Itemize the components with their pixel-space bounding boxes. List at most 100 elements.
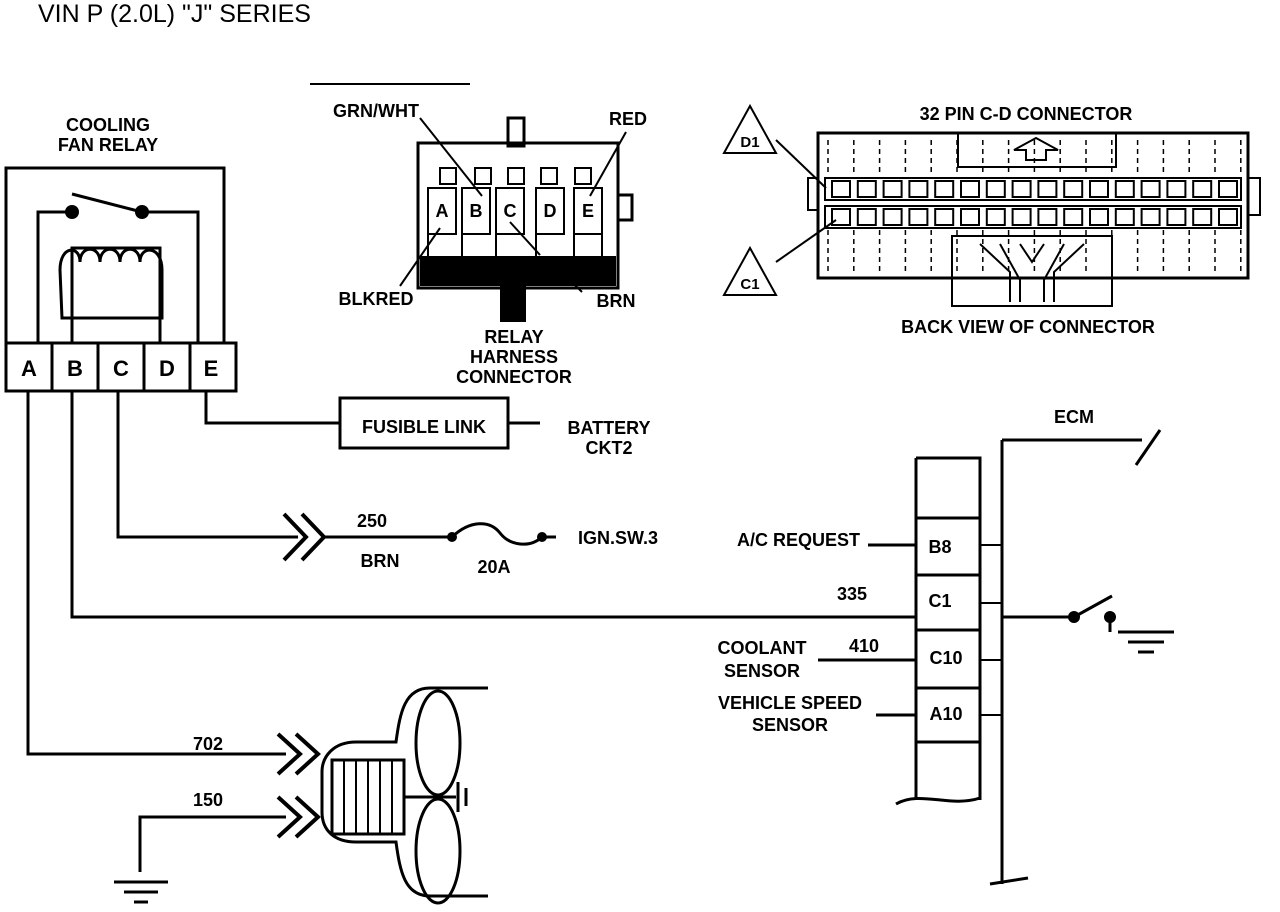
inline-connector-icon [276,732,321,776]
circuit-702: 702 [193,734,223,754]
connector-pin-cell [1140,208,1161,226]
connector-pin-cell [1140,180,1161,198]
connector-pin-cell [908,180,929,198]
diagram-title: VIN P (2.0L) "J" SERIES [38,0,311,28]
fusible-link-circuit: FUSIBLE LINK BATTERY CKT2 [204,391,651,458]
circuit-410: 410 [849,636,879,656]
connector-pin-cell [1089,208,1109,226]
ecm-label: ECM [1054,407,1094,427]
connector-pin-cell [1192,208,1213,226]
connector-pin-cell [985,180,1006,198]
relay-harness-connector: A B C D E GRN/WHT RED BLKRED BRN RELAY H… [310,83,647,387]
ecm-pin-a10: A10 [929,704,962,724]
ground-icon [1118,630,1174,654]
relay-coil-icon [58,247,164,320]
connector-pin-cell [1218,208,1238,226]
circuit-335: 335 [837,584,867,604]
connector-pin-cell [1192,180,1213,198]
signal-coolant-line2: SENSOR [724,661,800,681]
wire-150 [138,815,286,872]
harness-pin-b: B [470,201,483,221]
connector-pin-cell [882,180,903,198]
inline-connector-icon [276,795,321,839]
relay-contact-icon [65,205,79,219]
battery-label-line1: BATTERY [568,418,651,438]
connector-pin-cell [1037,180,1058,198]
connector-pin-cell [1166,180,1187,198]
arrow-up-icon [1013,136,1059,161]
connector-pin-cell [1114,208,1135,226]
ground-icon [114,880,168,904]
connector-pin-cell [856,208,877,226]
cd-connector-title: 32 PIN C-D CONNECTOR [920,104,1133,124]
wire-label-red: RED [609,109,647,129]
connector-pin-cell [1218,180,1238,198]
connector-pin-cell [1037,208,1058,226]
circuit-250-color: BRN [361,551,400,571]
marker-d1: D1 [740,134,759,151]
connector-pin-cell [960,180,980,198]
connector-pin-cell [1166,208,1187,226]
cooling-fan-motor: 702 150 [26,391,488,905]
connector-pin-cell [1011,180,1032,198]
fusible-link-label: FUSIBLE LINK [362,417,486,437]
harness-pin-d: D [544,201,557,221]
fan-blade-icon [414,689,462,797]
ignition-circuit: 250 BRN 20A IGN.SW.3 [116,391,658,577]
connector-pin-cell [856,180,877,198]
circuit-150: 150 [193,790,223,810]
wire-label-brn: BRN [597,291,636,311]
connector-pin-cell [831,180,851,198]
connector-pin-cell [934,208,955,226]
connector-pin-cell [960,208,980,226]
connector-pin-cell [1063,180,1084,198]
ecm: ECM B8 C1 C10 A10 A/C REQUEST 335 COOLAN… [718,407,1174,886]
wire-label-grn-wht: GRN/WHT [333,101,419,121]
connector-pin-cell [831,208,851,226]
fuse-icon [450,522,544,546]
marker-d1-triangle [722,103,778,154]
cd-connector: 32 PIN C-D CONNECTOR D1 C1 BACK VIEW OF … [722,103,1261,337]
harness-pin-c: C [504,201,517,221]
wire-label-blk-red: BLKRED [339,289,414,309]
relay-label-line2: FAN RELAY [58,135,158,155]
signal-vss-line1: VEHICLE SPEED [718,693,862,713]
connector-pin-cell [882,208,903,226]
connector-pin-cell [985,208,1006,226]
ecm-pin-c10: C10 [929,648,962,668]
marker-c1: C1 [740,276,759,293]
harness-label-line2: HARNESS [470,347,558,367]
relay-pin-d: D [159,356,175,381]
signal-coolant-line1: COOLANT [718,638,807,658]
wire-335 [70,391,916,619]
relay-pin-e: E [204,356,219,381]
connector-pin-cell [1114,180,1135,198]
signal-vss-line2: SENSOR [752,715,828,735]
fuse-rating: 20A [477,557,510,577]
circuit-250: 250 [357,511,387,531]
harness-pin-a: A [436,201,449,221]
cooling-fan-relay: COOLING FAN RELAY A B C D E [4,115,238,393]
connector-pin-cell [1089,180,1109,198]
connector-pin-cell [908,208,929,226]
relay-label-line1: COOLING [66,115,150,135]
relay-pin-c: C [113,356,129,381]
marker-c1-triangle [722,245,778,296]
cd-connector-caption: BACK VIEW OF CONNECTOR [901,317,1155,337]
signal-ac-request: A/C REQUEST [737,530,860,550]
harness-label-line1: RELAY [484,327,543,347]
ecm-pin-c1: C1 [928,591,951,611]
ecm-pin-b8: B8 [928,537,951,557]
relay-pin-a: A [21,356,37,381]
harness-label-line3: CONNECTOR [456,367,572,387]
connector-pin-cell [1011,208,1032,226]
connector-pin-cell [934,180,955,198]
fan-housing [320,686,488,898]
ignition-source: IGN.SW.3 [578,528,658,548]
connector-pin-cell [1063,208,1084,226]
battery-label-line2: CKT2 [585,438,632,458]
harness-pin-e: E [582,201,594,221]
relay-pin-b: B [67,356,83,381]
wire-702 [26,391,286,756]
